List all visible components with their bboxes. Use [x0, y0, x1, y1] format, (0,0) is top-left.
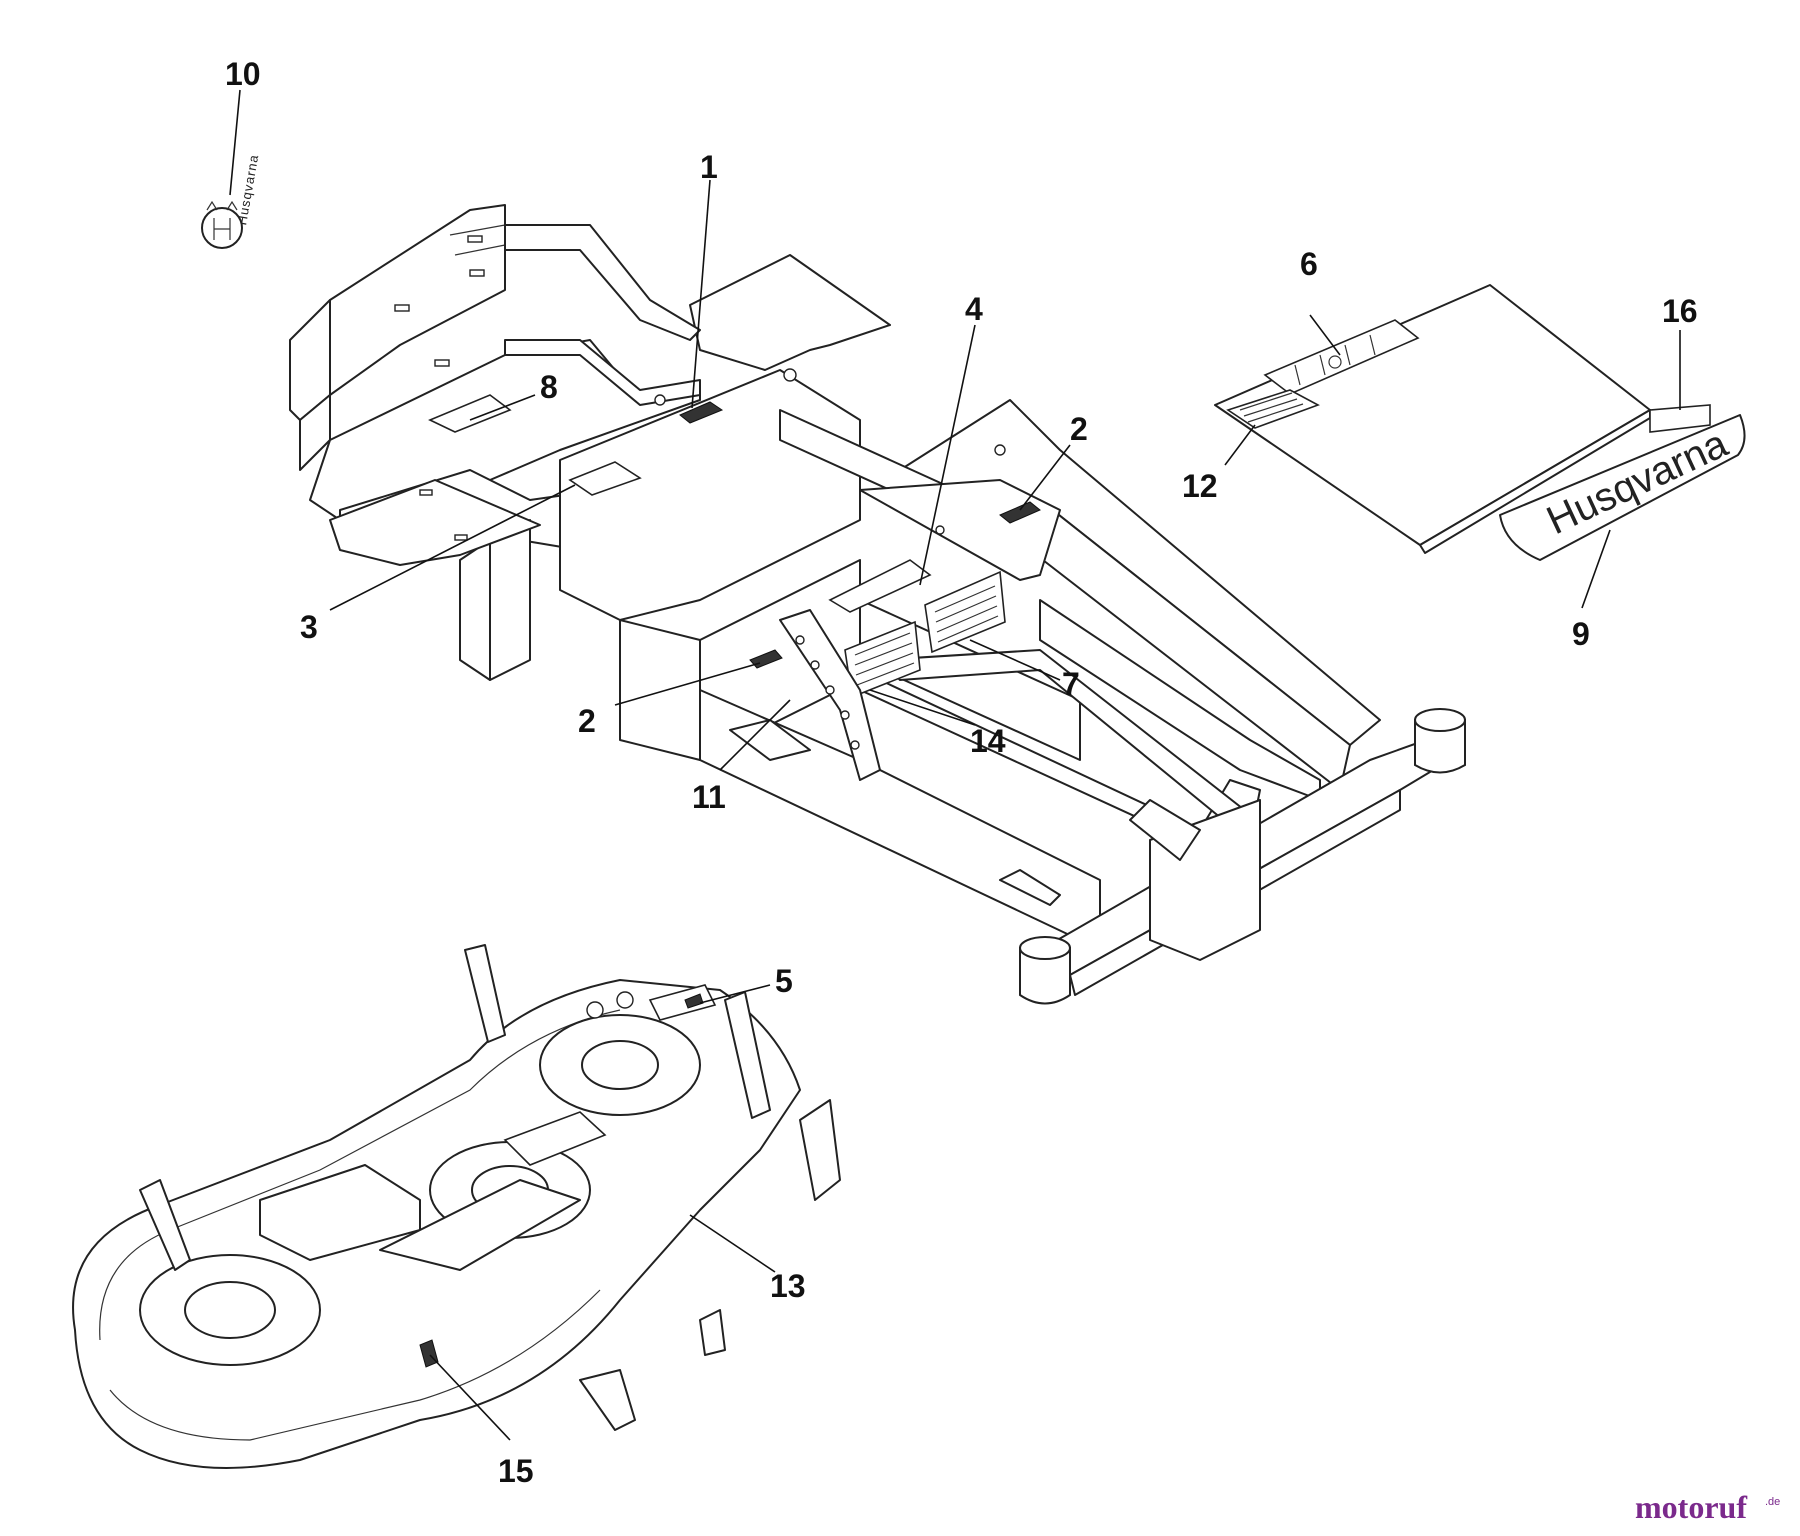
caster-cup-right: [1414, 708, 1466, 774]
decal-3: [568, 461, 642, 496]
decal-4: [828, 559, 932, 613]
watermark-name: motoruf: [1635, 1489, 1747, 1525]
logo-crown-icon: [201, 200, 243, 249]
callout-14: 14: [970, 723, 1006, 759]
callout-16: 16: [1662, 293, 1698, 329]
decal-15: [419, 1339, 439, 1368]
callout-9: 9: [1572, 616, 1590, 652]
mower-deck-part: [72, 944, 841, 1469]
callout-5: 5: [775, 963, 793, 999]
hinge-bracket-11: [779, 609, 881, 781]
callout-15: 15: [498, 1453, 534, 1489]
decal-2-right: [999, 501, 1041, 524]
watermark-suffix: .de: [1765, 1496, 1780, 1508]
decal-6: [1263, 319, 1420, 395]
decal-5: [648, 984, 717, 1021]
callouts: 10 1 4 2 8 3 2 11 14 7 6 12 16 9 5 13 15: [225, 56, 1698, 1489]
callout-1: 1: [700, 149, 718, 185]
callout-4: 4: [965, 291, 983, 327]
caster-cup-left: [1019, 936, 1071, 1005]
main-frame-part: [289, 204, 1466, 1005]
callout-7: 7: [1062, 666, 1080, 702]
callout-2-lower: 2: [578, 703, 596, 739]
callout-11: 11: [692, 779, 726, 815]
decal-7: [924, 570, 1006, 654]
callout-13: 13: [770, 1268, 806, 1304]
decal-12: [1226, 389, 1320, 429]
belt-shield-decal: [503, 1111, 607, 1166]
leader-lines: [229, 89, 1681, 1441]
callout-6: 6: [1300, 246, 1318, 282]
decal-1: [679, 401, 724, 424]
callout-2-upper: 2: [1070, 411, 1088, 447]
callout-8: 8: [540, 369, 558, 405]
decal-16: [1649, 404, 1711, 433]
callout-3: 3: [300, 609, 318, 645]
callout-12: 12: [1182, 468, 1218, 504]
decal-8: [428, 394, 512, 433]
site-watermark: motoruf .de: [1635, 1489, 1780, 1525]
callout-10: 10: [225, 56, 261, 92]
